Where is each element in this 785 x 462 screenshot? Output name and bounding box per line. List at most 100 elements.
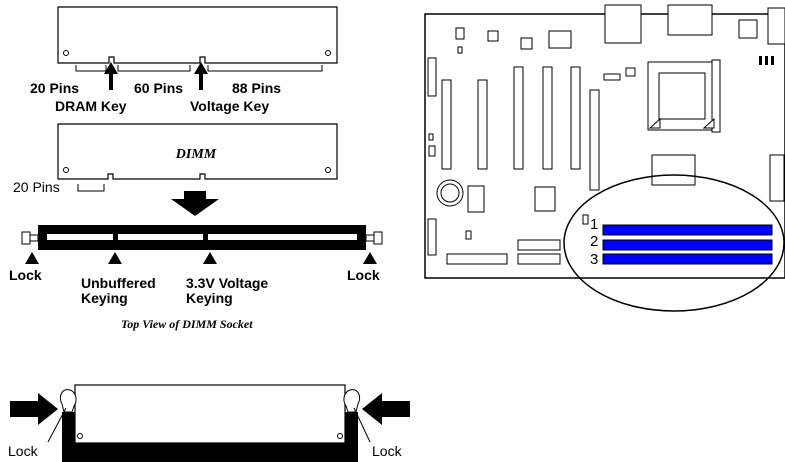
- dram-key-arrow: [104, 62, 118, 90]
- side-lock-left-label: Lock: [8, 443, 39, 459]
- lock-leader-right: [353, 407, 371, 443]
- cpu-socket-inner: [658, 72, 706, 120]
- io-connector: [767, 7, 785, 45]
- push-arrow-left: [10, 393, 58, 425]
- side-lock-clip-right: [343, 389, 361, 413]
- cpu-pin1-mark: [648, 117, 661, 129]
- dimm-slot-1: [602, 224, 773, 236]
- socket-slot: [47, 234, 357, 240]
- lock-right-marker: [363, 252, 377, 264]
- jumper: [765, 56, 768, 65]
- component: [625, 67, 636, 77]
- unbuffered-keying-label-1: Unbuffered: [81, 275, 156, 291]
- expansion-slot: [542, 66, 553, 170]
- socket-caption: Top View of DIMM Socket: [121, 317, 253, 331]
- dimm-pin-layout: 20 Pins 60 Pins 88 Pins DRAM Key Voltage…: [30, 6, 338, 114]
- pins-right-label: 88 Pins: [232, 80, 281, 96]
- side-dimm-module: [74, 384, 346, 444]
- socket-latch-left-stem: [29, 234, 39, 242]
- cpu-pin1-mark: [702, 117, 715, 129]
- chipset: [651, 154, 696, 186]
- jumper: [771, 56, 774, 65]
- dimm-top-outline: [57, 6, 338, 64]
- dimm-label: DIMM: [175, 147, 217, 162]
- chip: [534, 186, 556, 212]
- connector: [769, 154, 785, 202]
- cpu-slot-edge: [711, 59, 721, 133]
- dimm-hole: [325, 167, 331, 173]
- voltage-key: [203, 232, 208, 242]
- dimm-slot-2-number: 2: [590, 233, 598, 250]
- side-lock-clip-left: [59, 389, 77, 413]
- side-lock-right-label: Lock: [372, 443, 403, 459]
- lock-left-marker: [25, 252, 39, 264]
- dimm-module: DIMM 20 Pins: [13, 123, 338, 195]
- pins-middle-label: 60 Pins: [134, 80, 183, 96]
- expansion-slot: [570, 66, 581, 170]
- dimm-highlight-circle: [563, 174, 785, 312]
- dimm-hole: [63, 167, 69, 173]
- component: [548, 30, 572, 49]
- voltage-keying-label-1: 3.3V Voltage: [186, 275, 268, 291]
- voltage-key-arrow: [194, 62, 208, 90]
- dimm-slot-2: [602, 239, 773, 251]
- dram-key-label: DRAM Key: [55, 98, 127, 114]
- side-socket-body: [62, 443, 358, 462]
- component: [428, 133, 434, 141]
- lock-leader-left: [47, 407, 67, 443]
- socket-latch-left: [21, 231, 31, 245]
- unbuffered-key: [113, 232, 118, 242]
- unbuffered-marker: [108, 252, 122, 264]
- connector: [427, 218, 437, 256]
- lock-left-label: Lock: [9, 267, 42, 283]
- expansion-slot: [513, 66, 524, 170]
- side-dimm-hole: [77, 433, 83, 439]
- battery-inner: [440, 183, 460, 203]
- dimm-socket-top-view: Lock Lock Unbuffered Keying 3.3V Voltage…: [9, 225, 383, 331]
- component: [603, 73, 621, 81]
- dimm-module-pins-label: 20 Pins: [13, 179, 60, 195]
- voltage-marker: [203, 252, 217, 264]
- insert-down-arrow: [171, 191, 219, 216]
- bios-chip: [467, 185, 485, 213]
- connector: [427, 57, 437, 97]
- side-socket-post-right: [345, 412, 358, 452]
- dimm-module-outline: [57, 123, 338, 180]
- component: [457, 46, 463, 54]
- dimm-hole: [63, 50, 69, 56]
- dimm-side-view: Lock Lock: [8, 384, 410, 462]
- component: [487, 30, 499, 42]
- socket-latch-right: [373, 231, 383, 245]
- pin-bracket-88: [207, 65, 323, 72]
- jumper: [759, 56, 762, 65]
- voltage-key-label: Voltage Key: [190, 98, 269, 114]
- pin-bracket-20-module: [77, 184, 105, 192]
- lock-right-label: Lock: [347, 267, 380, 283]
- push-arrow-right: [362, 393, 410, 425]
- dimm-hole: [325, 50, 331, 56]
- socket-latch-right-stem: [365, 234, 375, 242]
- component: [465, 230, 472, 240]
- dimm-slot-3-number: 3: [590, 251, 598, 268]
- side-socket-post-left: [62, 412, 75, 452]
- io-connector: [738, 19, 758, 39]
- ide-connector: [517, 239, 561, 251]
- dimm-slot-3: [602, 253, 773, 265]
- agp-slot: [589, 89, 600, 191]
- io-connector: [604, 4, 642, 44]
- expansion-slot: [477, 79, 488, 170]
- component: [520, 37, 533, 50]
- pin-bracket-20: [75, 65, 107, 72]
- pins-left-label: 20 Pins: [30, 80, 79, 96]
- motherboard-layout: 1 2 3: [424, 4, 785, 312]
- pin-bracket-60: [117, 65, 191, 72]
- floppy-connector: [446, 253, 508, 265]
- unbuffered-keying-label-2: Keying: [81, 290, 128, 306]
- ide-connector: [517, 253, 561, 265]
- side-dimm-hole: [337, 433, 343, 439]
- component: [455, 27, 465, 40]
- voltage-keying-label-2: Keying: [186, 290, 233, 306]
- component: [582, 214, 589, 225]
- component: [428, 145, 436, 157]
